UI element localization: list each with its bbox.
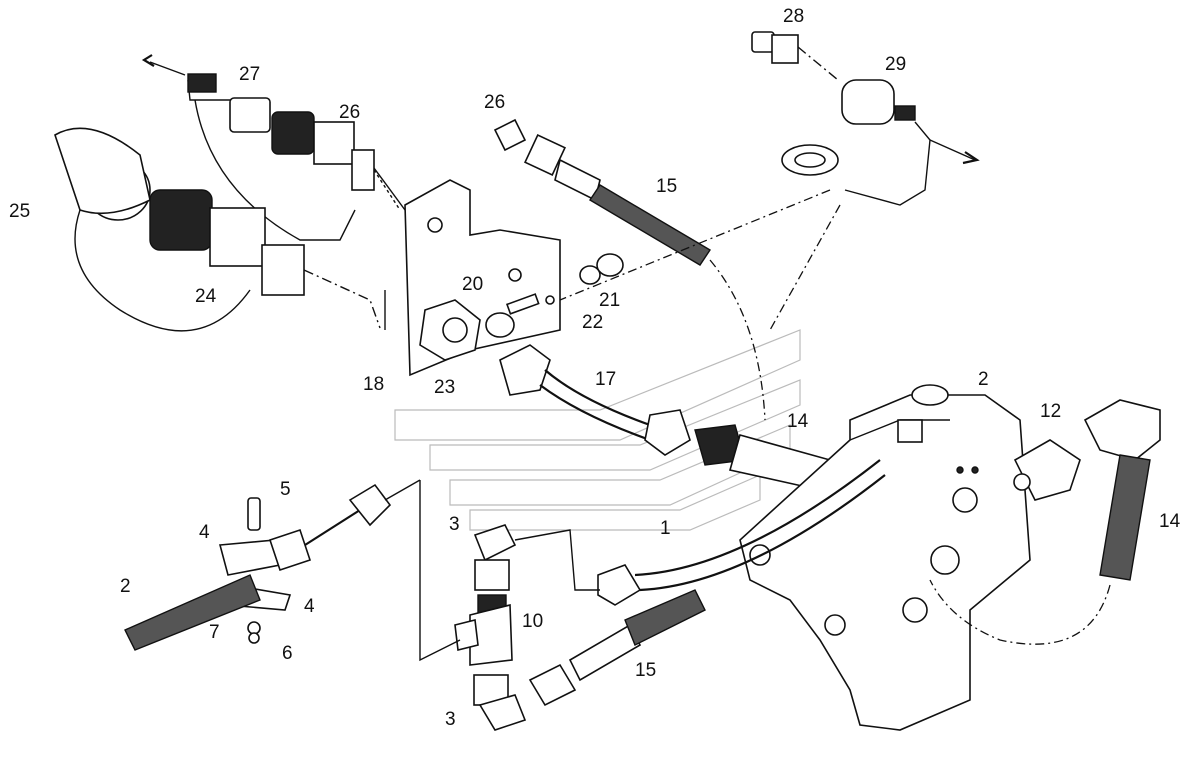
callout-1: 1 — [660, 518, 671, 539]
callout-21: 21 — [599, 290, 621, 311]
callout-25: 25 — [9, 201, 31, 222]
callout-10: 10 — [522, 611, 544, 632]
callout-14: 14 — [787, 411, 809, 432]
callout-2: 2 — [978, 369, 989, 390]
callout-27: 27 — [239, 64, 261, 85]
fitting-12 — [1013, 439, 1081, 501]
fitting-28 — [751, 31, 839, 81]
callout-24: 24 — [195, 286, 217, 307]
tube-1 — [597, 459, 886, 606]
callout-15: 15 — [635, 660, 657, 681]
callout-12: 12 — [1040, 401, 1062, 422]
callout-23: 23 — [434, 377, 456, 398]
tee-10 — [419, 480, 600, 731]
callout-26: 26 — [484, 92, 506, 113]
callout-14: 14 — [1159, 511, 1181, 532]
callout-5: 5 — [280, 479, 291, 500]
valve-block — [739, 384, 1031, 731]
callout-22: 22 — [582, 312, 604, 333]
callout-3: 3 — [449, 514, 460, 535]
callout-20: 20 — [462, 274, 484, 295]
dust-cap-29 — [781, 79, 980, 206]
tee-assembly-left — [124, 479, 421, 651]
hose-15-lower — [528, 589, 706, 707]
hose-15-upper — [493, 118, 766, 421]
watermark-logo — [394, 329, 801, 531]
callout-26: 26 — [339, 102, 361, 123]
callout-4: 4 — [199, 522, 210, 543]
bracket-18 — [384, 179, 624, 377]
coupler-assembly-left — [54, 54, 406, 332]
callout-3: 3 — [445, 709, 456, 730]
callout-28: 28 — [783, 6, 805, 27]
callout-7: 7 — [209, 622, 220, 643]
hose-14-right — [929, 399, 1161, 645]
callout-17: 17 — [595, 369, 617, 390]
connection-line — [559, 189, 831, 301]
callout-29: 29 — [885, 54, 907, 75]
callout-4: 4 — [304, 596, 315, 617]
callout-18: 18 — [363, 374, 385, 395]
callout-15: 15 — [656, 176, 678, 197]
tube-17 — [499, 344, 691, 456]
callout-2: 2 — [120, 576, 131, 597]
connection-line — [769, 204, 841, 331]
callout-6: 6 — [282, 643, 293, 664]
